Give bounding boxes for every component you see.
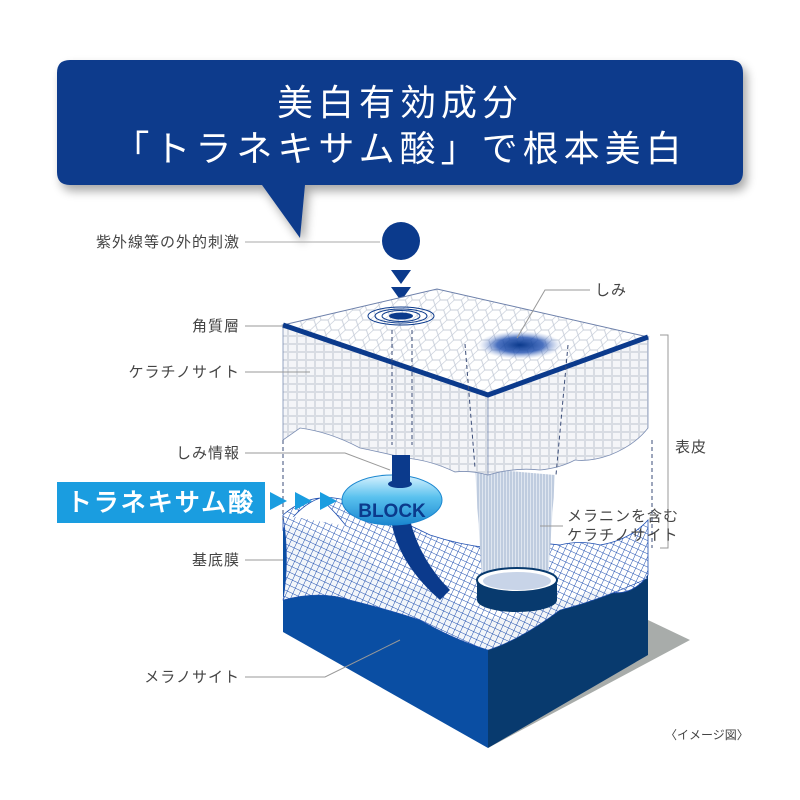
label-basement-membrane: 基底膜: [191, 551, 240, 569]
title-line-1: 美白有効成分: [276, 83, 523, 124]
label-stratum-corneum: 角質層: [191, 317, 240, 335]
image-caption: 〈イメージ図〉: [665, 728, 749, 742]
label-spot: しみ: [595, 281, 628, 299]
label-keratinocyte: ケラチノサイト: [128, 363, 240, 381]
title-line-2: 「トラネキサム酸」で根本美白: [113, 129, 687, 170]
callout-bubble: [57, 60, 743, 238]
block-label: BLOCK: [358, 501, 426, 522]
label-spot-info: しみ情報: [175, 444, 240, 462]
label-melanin-keratinocyte-line2: ケラチノサイト: [567, 526, 679, 544]
label-epidermis: 表皮: [675, 438, 708, 456]
label-uv-stimulus: 紫外線等の外的刺激: [95, 233, 240, 251]
label-melanin-keratinocyte: メラニンを含む ケラチノサイト: [567, 507, 679, 545]
label-melanin-keratinocyte-line1: メラニンを含む: [567, 507, 680, 525]
tranexamic-acid-badge: トラネキサム酸: [57, 482, 265, 523]
label-melanocyte: メラノサイト: [144, 668, 240, 686]
